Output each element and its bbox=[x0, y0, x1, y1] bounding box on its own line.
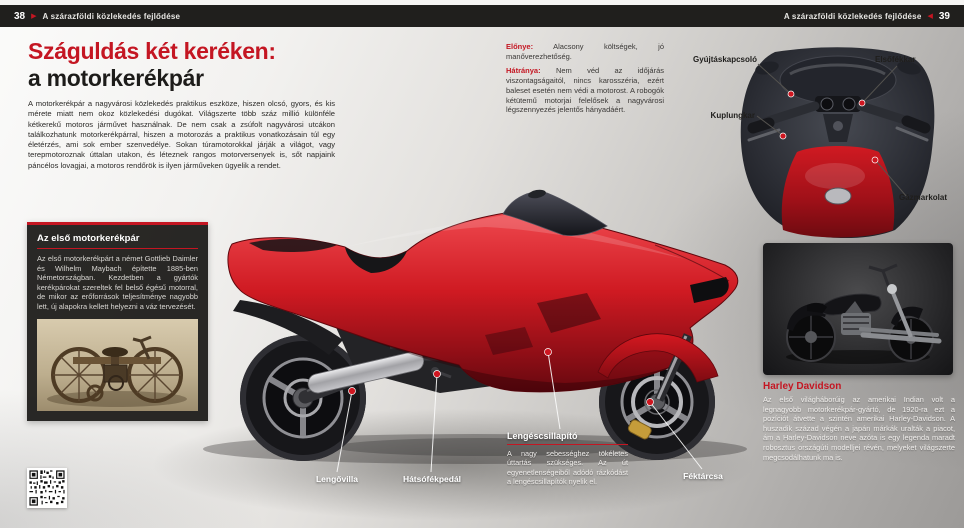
harley-section: Harley Davidson Az első világháborúig az… bbox=[763, 381, 955, 462]
callout-front-brake-lever: Elsőfékkar bbox=[875, 55, 916, 64]
intro-paragraph: A motorkerékpár a nagyvárosi közlekedés … bbox=[28, 99, 335, 170]
disadvantage-label: Hátránya: bbox=[506, 65, 541, 75]
advantage-text: Alacsony költségek, jó manőverezhetőség. bbox=[506, 42, 664, 61]
sport-bike-photo bbox=[185, 185, 760, 485]
article-title: Száguldás két keréken: a motorkerékpár bbox=[28, 38, 276, 92]
disadvantage-text: Nem véd az időjárás viszontagságaitól, n… bbox=[506, 65, 664, 115]
article-title-line2: a motorkerékpár bbox=[28, 65, 204, 91]
callout-shock-absorber: Lengéscsillapító A nagy sebességhez töké… bbox=[507, 431, 628, 487]
cockpit-photo bbox=[735, 44, 941, 242]
first-motorcycle-box-title: Az első motorkerékpár bbox=[37, 233, 198, 249]
qr-code bbox=[27, 468, 67, 508]
first-motorcycle-box: Az első motorkerékpár Az első motorkerék… bbox=[27, 222, 208, 421]
page-number-left: 38 bbox=[14, 10, 26, 22]
first-motorcycle-box-text: Az első motorkerékpárt a német Gottlieb … bbox=[37, 254, 198, 311]
callout-clutch-lever: Kuplungkar bbox=[710, 111, 755, 120]
header-left: 38 ▶ A szárazföldi közlekedés fejlődése bbox=[14, 11, 180, 22]
cruiser-silhouette bbox=[786, 263, 942, 362]
article-title-line1: Száguldás két keréken: bbox=[28, 38, 276, 64]
callout-swingarm: Lengővilla bbox=[315, 474, 359, 484]
page-number-right: 39 bbox=[938, 10, 950, 22]
callout-ignition-switch: Gyújtáskapcsoló bbox=[692, 55, 757, 64]
pros-cons-note: Előnye: Alacsony költségek, jó manőverez… bbox=[506, 42, 664, 119]
running-title-left: A szárazföldi közlekedés fejlődése bbox=[42, 11, 181, 21]
first-motorcycle-photo bbox=[37, 318, 198, 411]
harley-title: Harley Davidson bbox=[763, 381, 842, 392]
arrow-right-icon: ▶ bbox=[31, 12, 37, 20]
shock-title: Lengéscsillapító bbox=[507, 431, 628, 445]
callout-rear-brake-pedal: Hátsófékpedál bbox=[402, 474, 462, 484]
harley-photo bbox=[763, 243, 953, 375]
advantage-label: Előnye: bbox=[506, 42, 534, 51]
callout-brake-disc: Féktárcsa bbox=[683, 471, 723, 481]
page-edge bbox=[0, 0, 964, 5]
arrow-left-icon: ◀ bbox=[927, 12, 933, 20]
page-header: 38 ▶ A szárazföldi közlekedés fejlődése … bbox=[0, 5, 964, 27]
running-title-right: A szárazföldi közlekedés fejlődése bbox=[783, 11, 922, 21]
shock-text: A nagy sebességhez tökéletes úttartás sz… bbox=[507, 449, 628, 487]
header-right: A szárazföldi közlekedés fejlődése ◀ 39 bbox=[784, 11, 950, 22]
harley-text: Az első világháborúig az amerikai Indian… bbox=[763, 395, 955, 462]
callout-throttle-grip: Gázmarkolat bbox=[899, 193, 948, 202]
